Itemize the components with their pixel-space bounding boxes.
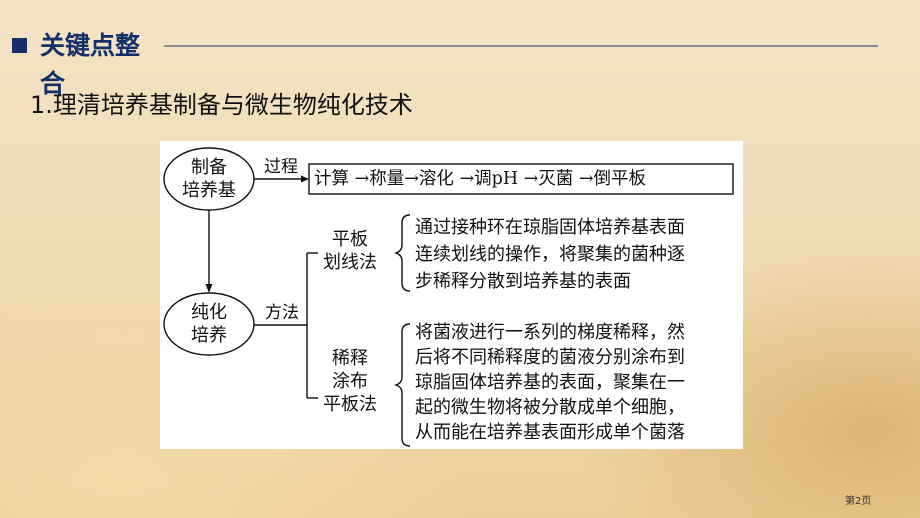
method1-desc-2: 连续划线的操作，将聚集的菌种逐 — [415, 244, 685, 265]
node-prep-line2: 培养基 — [182, 180, 236, 201]
method2-name-line1: 稀释 — [332, 348, 368, 369]
diagram-lines — [163, 147, 734, 447]
header-bullet-icon — [12, 38, 27, 53]
method2-desc-2: 后将不同稀释度的菌液分别涂布到 — [415, 347, 685, 368]
method1-name-line2: 划线法 — [323, 252, 377, 273]
method2-name-line2: 涂布 — [332, 371, 368, 392]
method2-desc-4: 起的微生物将被分散成单个细胞， — [415, 397, 685, 418]
method1-desc-3: 步稀释分散到培养基的表面 — [415, 271, 631, 292]
process-steps: 计算 →称量→溶化 →调pH →灭菌 →倒平板 — [314, 169, 647, 189]
label-method: 方法 — [265, 303, 299, 323]
method2-name-line3: 平板法 — [323, 394, 377, 415]
method2-desc-1: 将菌液进行一系列的梯度稀释，然 — [415, 322, 685, 343]
node-purify-line1: 纯化 — [191, 302, 227, 323]
method1-name-line1: 平板 — [332, 229, 368, 250]
method2-desc-5: 从而能在培养基表面形成单个菌落 — [415, 422, 685, 443]
label-process: 过程 — [264, 157, 298, 177]
section-title: 关键点整合 — [40, 31, 141, 98]
subtitle: 1.理清培养基制备与微生物纯化技术 — [30, 91, 413, 119]
page-number: 第2页 — [845, 496, 872, 507]
method2-desc-3: 琼脂固体培养基的表面，聚集在一 — [415, 372, 685, 393]
concept-diagram: 制备 培养基 过程 计算 →称量→溶化 →调pH →灭菌 →倒平板 纯化 培养 … — [160, 141, 743, 449]
node-purify-line2: 培养 — [191, 325, 227, 346]
header-divider — [164, 45, 878, 47]
node-prep-line1: 制备 — [191, 157, 227, 178]
method1-desc-1: 通过接种环在琼脂固体培养基表面 — [415, 217, 685, 238]
